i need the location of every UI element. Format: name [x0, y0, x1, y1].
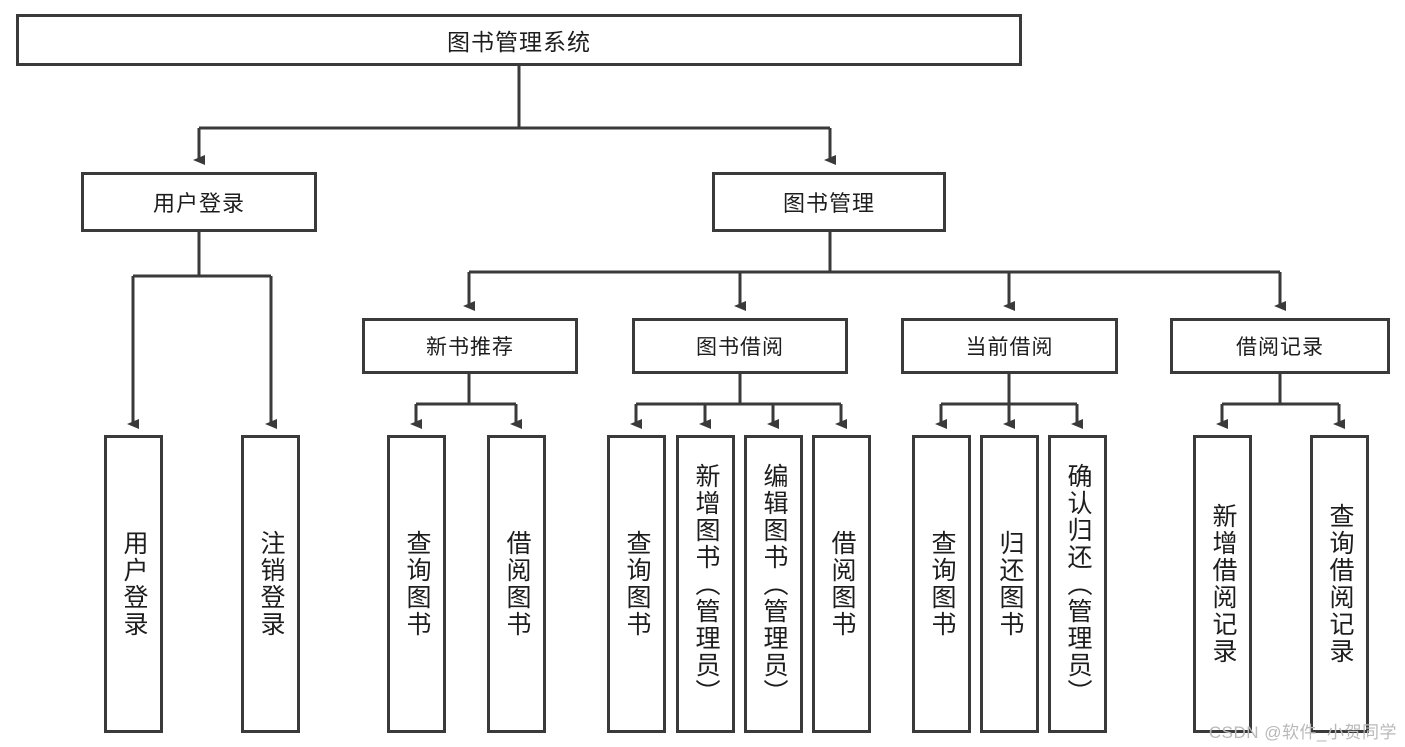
leaf-query-book-newbook[interactable]: 查询图书 — [387, 435, 446, 733]
leaf-label: 查询借阅记录 — [1326, 503, 1354, 665]
leaf-label: 归还图书 — [996, 530, 1024, 638]
leaf-label: 注销登录 — [257, 530, 285, 638]
leaf-label: 借阅图书 — [828, 530, 856, 638]
leaf-add-borrow-record[interactable]: 新增借阅记录 — [1193, 435, 1252, 733]
node-book-management[interactable]: 图书管理 — [712, 172, 946, 232]
leaf-add-book-admin[interactable]: 新增图书（管理员） — [676, 435, 735, 733]
leaf-label: 用户登录 — [120, 530, 148, 638]
leaf-label: 新增借阅记录 — [1209, 503, 1237, 665]
csdn-watermark: CSDN @软件_小贺同学 — [1208, 723, 1397, 742]
leaf-label: 查询图书 — [403, 530, 431, 638]
node-label: 新书推荐 — [426, 336, 514, 359]
leaf-label: 借阅图书 — [503, 530, 531, 638]
leaf-confirm-return-admin[interactable]: 确认归还（管理员） — [1048, 435, 1107, 733]
node-label: 借阅记录 — [1236, 336, 1324, 359]
leaf-logout[interactable]: 注销登录 — [241, 435, 300, 733]
leaf-label: 查询图书 — [623, 530, 651, 638]
node-label: 图书借阅 — [696, 336, 784, 359]
node-label: 图书管理系统 — [447, 29, 591, 55]
node-borrowing-records[interactable]: 借阅记录 — [1170, 318, 1390, 374]
node-label: 当前借阅 — [965, 336, 1054, 359]
leaf-label: 确认归还（管理员） — [1064, 462, 1092, 706]
leaf-query-book-borrow[interactable]: 查询图书 — [607, 435, 666, 733]
node-label: 用户登录 — [152, 191, 245, 216]
leaf-borrow-book-newbook[interactable]: 借阅图书 — [487, 435, 546, 733]
node-book-borrowing[interactable]: 图书借阅 — [632, 318, 848, 374]
leaf-edit-book-admin[interactable]: 编辑图书（管理员） — [744, 435, 803, 733]
leaf-label: 查询图书 — [928, 530, 956, 638]
leaf-query-book-current[interactable]: 查询图书 — [912, 435, 971, 733]
leaf-return-book[interactable]: 归还图书 — [980, 435, 1039, 733]
leaf-label: 新增图书（管理员） — [692, 462, 720, 706]
node-root-book-management-system[interactable]: 图书管理系统 — [16, 14, 1022, 66]
node-new-book-recommendation[interactable]: 新书推荐 — [362, 318, 578, 374]
leaf-user-login[interactable]: 用户登录 — [104, 435, 163, 733]
node-label: 图书管理 — [782, 191, 875, 216]
leaf-borrow-book[interactable]: 借阅图书 — [812, 435, 871, 733]
leaf-query-borrow-record[interactable]: 查询借阅记录 — [1310, 435, 1369, 733]
node-user-login[interactable]: 用户登录 — [81, 172, 317, 232]
node-current-borrowing[interactable]: 当前借阅 — [901, 318, 1118, 374]
leaf-label: 编辑图书（管理员） — [760, 462, 788, 706]
